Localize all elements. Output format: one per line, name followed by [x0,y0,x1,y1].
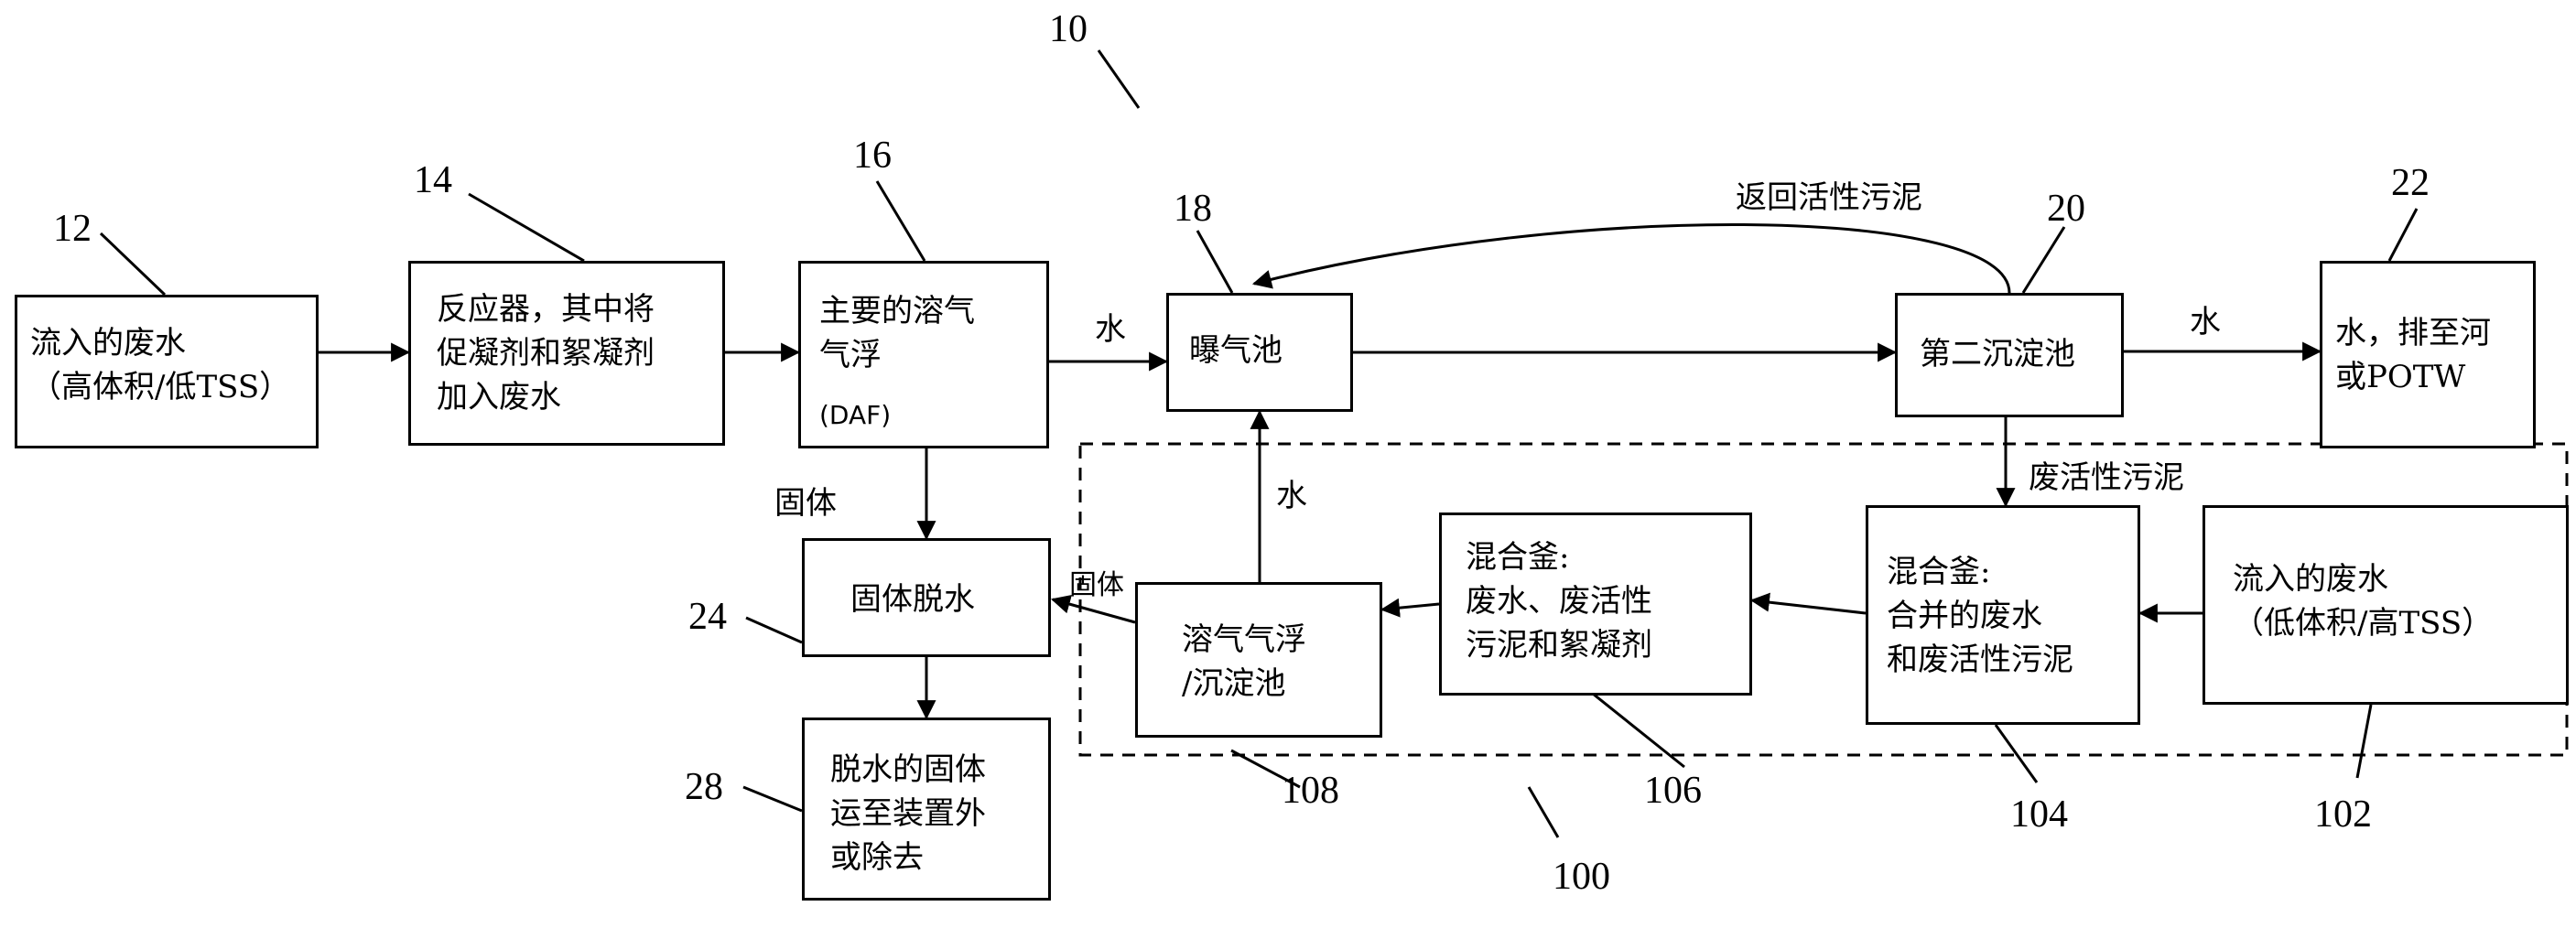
ref-104: 104 [2010,793,2068,836]
leader-12 [99,232,167,297]
arrow-104-to-106 [1749,592,1867,615]
box-12-influent-high-volume: 流入的废水 （高体积/低TSS） [15,295,319,448]
arrow-108-to-24 [1050,594,1136,624]
ref-100: 100 [1553,856,1610,898]
arrow-106-to-108 [1380,598,1440,618]
box-108-daf-settling-tank: 溶气气浮 /沉淀池 [1135,582,1382,738]
box-18-aeration-tank: 曝气池 [1166,293,1353,412]
leader-28 [742,785,803,813]
leader-100 [1527,786,1560,838]
box-20-secondary-clarifier: 第二沉淀池 [1895,293,2124,417]
ref-14: 14 [414,159,452,201]
leader-18 [1196,230,1234,294]
ref-102: 102 [2314,793,2372,836]
ref-12: 12 [53,208,92,250]
box-14-reactor: 反应器，其中将 促凝剂和絮凝剂 加入废水 [408,261,725,446]
ref-24: 24 [688,596,727,638]
subsystem-100-boundary [1078,442,2569,757]
label-return-activated-sludge: 返回活性污泥 [1736,179,1922,216]
box-16-primary-daf: 主要的溶气 气浮 (DAF) [798,261,1049,448]
return-sludge-arrow [1251,223,2011,294]
leader-22 [2387,208,2419,262]
leader-102 [2355,704,2373,779]
ref-106: 106 [1644,770,1702,812]
label-solids-16-to-24: 固体 [774,485,837,522]
leader-20 [2021,226,2066,294]
ref-108: 108 [1282,770,1339,812]
box-106-mixing-tank: 混合釜: 废水、废活性 污泥和絮凝剂 [1439,513,1752,696]
ref-18: 18 [1174,188,1212,230]
box-22-water-discharge: 水，排至河 或POTW [2320,261,2536,448]
leader-14 [468,192,585,263]
ref-10: 10 [1049,8,1088,50]
ref-28: 28 [685,766,723,808]
box-28-dewatered-solids: 脱水的固体 运至装置外 或除去 [802,718,1051,901]
leader-104 [1994,724,2039,783]
ref-22: 22 [2391,162,2430,204]
leader-106 [1592,692,1685,769]
label-solids-108-to-24: 固体 [1069,569,1124,601]
label-water-108-to-18: 水 [1276,478,1307,514]
box-104-mixing-tank: 混合釜: 合并的废水 和废活性污泥 [1866,505,2140,725]
ref-16: 16 [853,135,892,177]
leader-16 [875,180,926,262]
ref-20: 20 [2047,188,2085,230]
leader-24 [745,616,803,644]
box-102-influent-low-volume: 流入的废水 （低体积/高TSS） [2203,505,2569,705]
leader-108 [1230,749,1301,789]
box-24-solids-dewatering: 固体脱水 [802,538,1051,657]
label-waste-activated-sludge: 废活性污泥 [2029,459,2184,496]
leader-10 [1097,49,1141,109]
label-water-20-to-22: 水 [2190,304,2221,340]
label-water-16-to-18: 水 [1095,311,1126,348]
